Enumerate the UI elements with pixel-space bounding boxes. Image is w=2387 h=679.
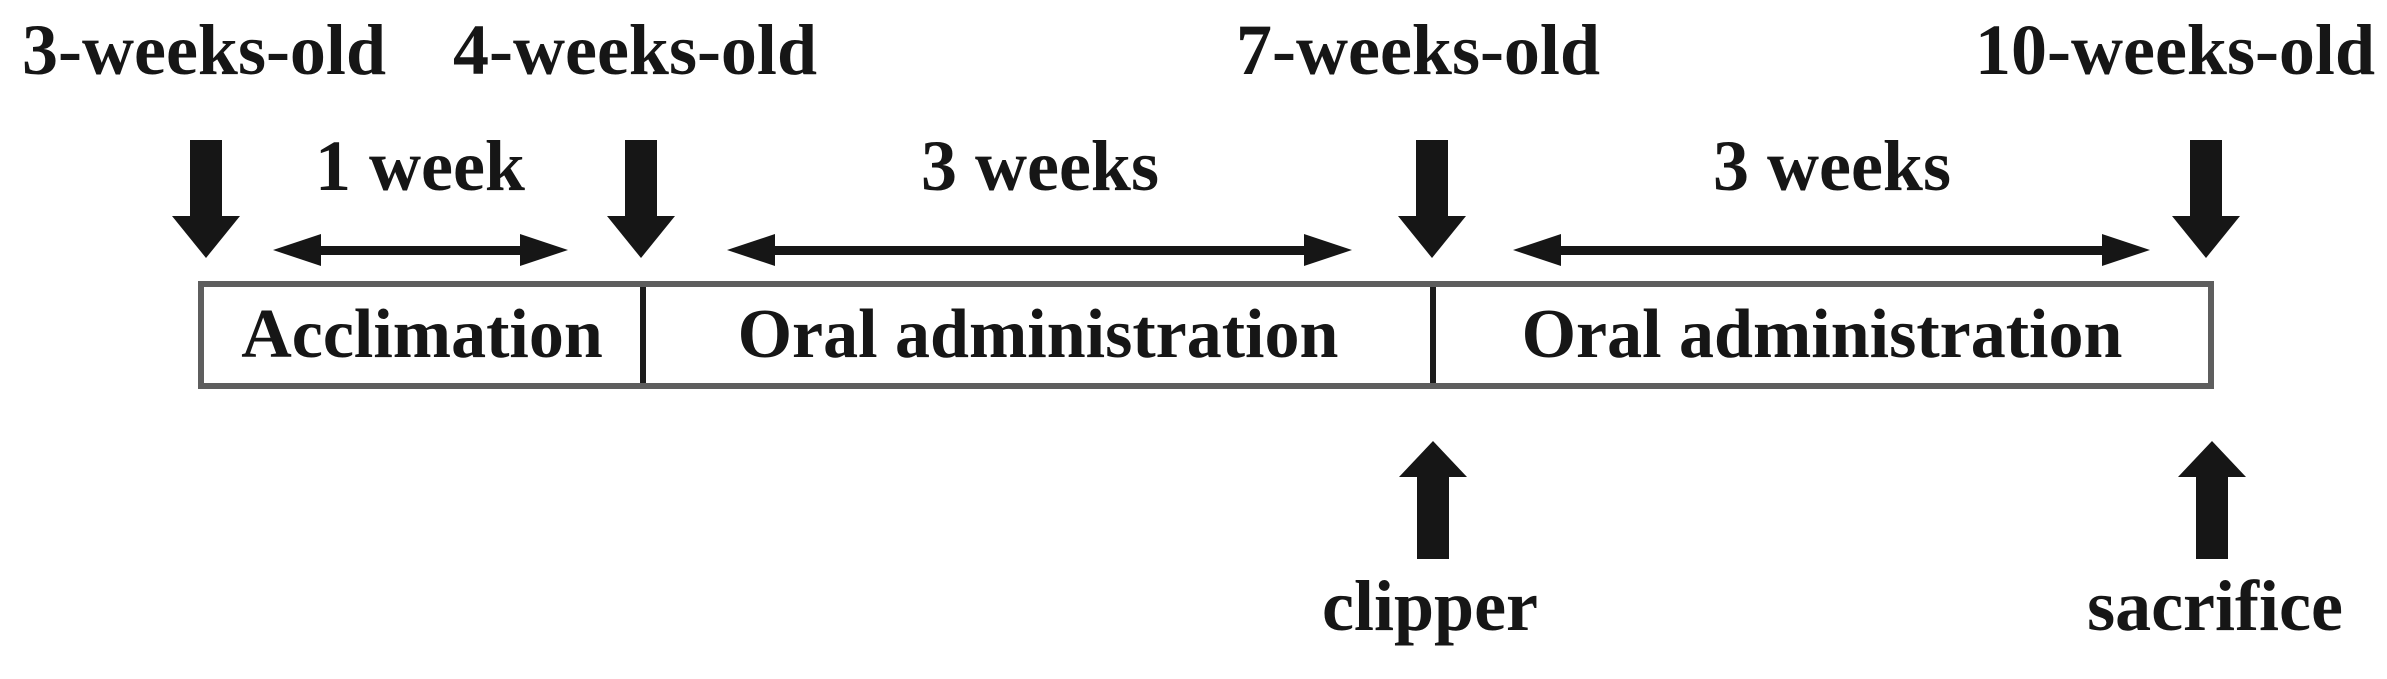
arrow-shaft (625, 140, 657, 216)
arrow-head (2172, 216, 2240, 258)
arrow-shaft (2190, 140, 2222, 216)
up-arrow-icon (2178, 441, 2246, 559)
arrow-head (607, 216, 675, 258)
down-arrow-icon (172, 140, 240, 258)
down-arrow-icon (1398, 140, 1466, 258)
event-label-sacrifice: sacrifice (2087, 566, 2343, 646)
phase-cell-acclimation: Acclimation (241, 296, 603, 373)
duration-label-1-week: 1 week (315, 126, 525, 206)
duration-label-3-weeks-second: 3 weeks (1713, 126, 1951, 206)
arrow-shaft (190, 140, 222, 216)
phase-cell-oral-administration-first: Oral administration (640, 287, 1430, 383)
double-headed-arrow-icon (1513, 234, 2150, 266)
arrow-line (309, 246, 532, 255)
age-label-3-weeks: 3-weeks-old (22, 10, 386, 90)
age-label-10-weeks: 10-weeks-old (1975, 10, 2375, 90)
arrow-head-right (1304, 234, 1352, 266)
age-label-4-weeks: 4-weeks-old (453, 10, 817, 90)
arrow-head (1398, 216, 1466, 258)
arrow-head (172, 216, 240, 258)
arrow-shaft (1417, 477, 1449, 559)
age-label-7-weeks: 7-weeks-old (1236, 10, 1600, 90)
arrow-line (763, 246, 1316, 255)
arrow-head (1399, 441, 1467, 477)
down-arrow-icon (2172, 140, 2240, 258)
double-headed-arrow-icon (727, 234, 1352, 266)
arrow-head (2178, 441, 2246, 477)
phase-cell-oral-administration-second: Oral administration (1430, 287, 2208, 383)
arrow-head-right (520, 234, 568, 266)
up-arrow-icon (1399, 441, 1467, 559)
double-headed-arrow-icon (273, 234, 568, 266)
arrow-head-right (2102, 234, 2150, 266)
arrow-shaft (2196, 477, 2228, 559)
duration-label-3-weeks-first: 3 weeks (921, 126, 1159, 206)
event-label-clipper: clipper (1322, 566, 1538, 646)
arrow-line (1549, 246, 2114, 255)
phase-box: Acclimation Oral administration Oral adm… (198, 281, 2214, 389)
arrow-shaft (1416, 140, 1448, 216)
down-arrow-icon (607, 140, 675, 258)
